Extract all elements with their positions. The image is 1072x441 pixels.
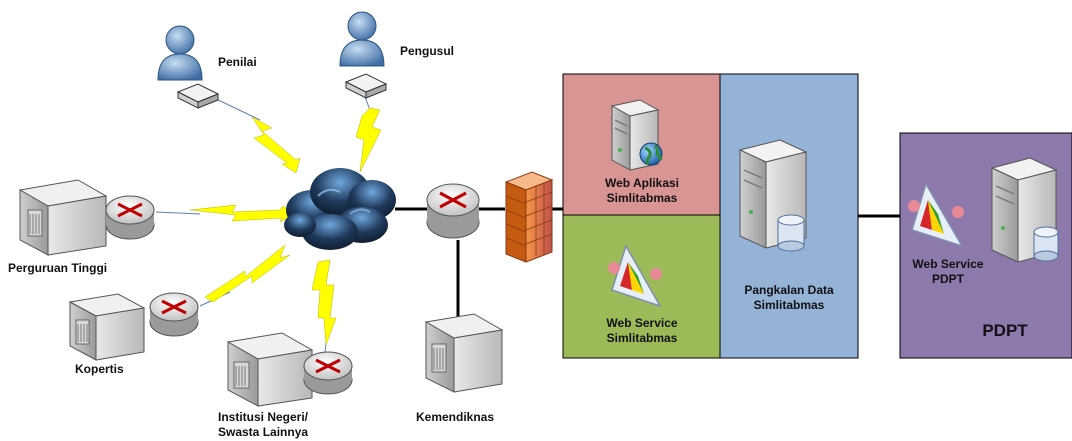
router-institusi-icon	[303, 351, 353, 395]
label-perguruan-tinggi: Perguruan Tinggi	[8, 261, 108, 275]
pdpt-web-service-icon	[908, 182, 964, 248]
router-central-icon	[426, 183, 480, 239]
database-icon	[777, 214, 805, 252]
router-perguruan-tinggi-icon	[105, 195, 155, 240]
label-pengusul: Pengusul	[400, 44, 455, 58]
label-kemendiknas: Kemendiknas	[416, 410, 495, 424]
lightning-pengusul	[355, 107, 382, 173]
label-pangkalan-line2: Simlitabmas	[753, 298, 825, 312]
label-web-aplikasi-line1: Web Aplikasi	[604, 176, 680, 190]
globe-icon	[639, 142, 663, 166]
label-penilai: Penilai	[218, 55, 257, 69]
lightning-institusi	[311, 259, 337, 346]
building-perguruan-tinggi-icon	[18, 179, 108, 256]
label-web-service-line1: Web Service	[606, 316, 678, 330]
firewall-icon	[504, 171, 554, 263]
lightning-kopertis	[204, 244, 291, 303]
label-web-aplikasi-line2: Simlitabmas	[606, 191, 678, 205]
cloud-icon	[284, 168, 396, 250]
line-penilai	[211, 96, 261, 121]
label-pangkalan-line1: Pangkalan Data	[744, 283, 834, 297]
building-institusi-icon	[226, 332, 314, 407]
lightning-pt	[189, 204, 295, 223]
label-institusi-line2: Swasta Lainnya	[218, 425, 309, 439]
pdpt-database-icon	[1033, 226, 1059, 262]
router-kopertis-icon	[149, 292, 199, 337]
building-kemendiknas-icon	[424, 313, 504, 393]
line-pengusul	[364, 96, 371, 111]
line-pt	[155, 211, 201, 215]
label-web-service-line2: Simlitabmas	[606, 331, 678, 345]
label-pdpt-ws-line2: PDPT	[931, 272, 964, 286]
label-pdpt-title: PDPT	[982, 321, 1028, 340]
user-pengusul-icon	[339, 11, 388, 99]
web-service-icon	[608, 244, 662, 308]
lightning-penilai	[251, 116, 301, 174]
building-kopertis-icon	[68, 293, 146, 361]
label-institusi-line1: Institusi Negeri/	[218, 410, 309, 424]
user-penilai-icon	[157, 25, 220, 109]
label-kopertis: Kopertis	[75, 362, 124, 376]
label-pdpt-ws-line1: Web Service	[912, 257, 984, 271]
